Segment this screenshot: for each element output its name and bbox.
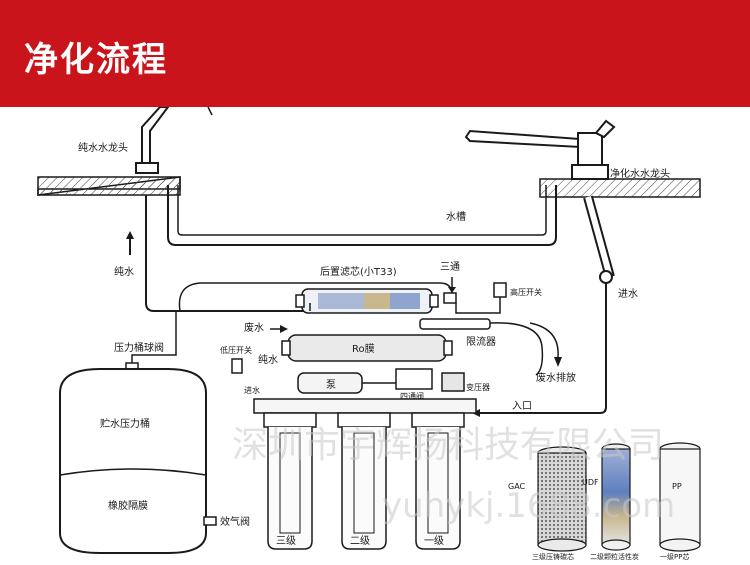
label-inlet: 入口 [512,401,532,412]
air-valve [203,516,217,526]
label-pp: PP [672,482,682,491]
label-high-pressure-switch: 高压开关 [510,287,542,297]
label-sink: 水槽 [446,210,466,223]
four-way-valve [395,368,433,390]
label-transformer: 变压器 [466,382,490,392]
flow-limiter [419,318,491,330]
watermark-company: 深圳市宇辉扬科技有限公司 [232,425,664,466]
housing-stage1 [411,412,465,550]
label-waste-drain: 废水排放 [536,371,576,384]
ro-membrane [281,334,453,362]
label-flow-limiter: 限流器 [466,335,496,348]
tank-line [131,311,177,369]
label-tee: 三通 [440,261,460,273]
pressure-tank [59,368,207,554]
countertop-right [539,178,701,198]
low-pressure-switch [231,358,243,374]
pure-water-line [145,195,310,312]
page-title: 净化流程 [24,40,168,80]
flow-diagram: 纯水水龙头 水槽 净化水水龙头 进水 [0,107,750,565]
transformer [441,372,465,392]
label-rubber-diaphragm: 橡胶隔膜 [108,499,148,512]
label-udf: UDF [582,478,599,487]
label-purify-faucet: 净化水水龙头 [610,167,670,180]
waste-arrow [280,325,288,333]
label-waste-water: 废水 [244,321,264,334]
cartridge-pp [659,442,701,552]
caption-gac: 三级压铸碳芯 [532,552,574,561]
label-inlet-water: 进水 [618,288,638,300]
label-gac: GAC [508,482,526,491]
filter-head [253,398,477,414]
cartridge-udf [601,443,631,551]
high-pressure-switch [493,282,507,298]
label-air-valve: 效气阀 [220,515,250,528]
tee-arrow [448,287,456,293]
label-inlet-water-2: 进水 [244,385,260,395]
sink-outer [167,185,557,246]
label-stage1: 一级 [424,535,444,547]
waste-drain-line-2 [529,322,559,358]
sink-inner [177,185,547,236]
label-tank-ball-valve: 压力桶球阀 [114,341,164,354]
label-pure-water: 纯水 [114,265,134,278]
inlet-valve [599,270,613,284]
housing-stage3 [263,412,317,550]
post-filter-t33 [295,288,439,314]
countertop-left-slab [37,176,181,196]
caption-pp: 一级PP芯 [660,552,689,561]
inlet-line [480,283,607,414]
label-pure-water-2: 纯水 [258,353,278,366]
tubing [455,297,501,314]
pure-water-arrow [126,231,134,239]
diagram-svg: 纯水水龙头 水槽 净化水水龙头 进水 [37,107,701,561]
inlet-pipe-core [585,196,613,278]
housing-stage2 [337,412,391,550]
label-ro-membrane: Ro膜 [352,343,375,355]
label-pump: 泵 [326,379,336,391]
waste-drain-arrow [554,357,562,367]
pure-water-faucet [135,107,170,174]
label-pure-faucet: 纯水水龙头 [78,141,128,154]
caption-udf: 二级颗粒活性炭 [590,552,639,561]
label-four-way-valve: 四通阀 [400,391,424,401]
watermark-site: yuhykj.1688.com [382,486,675,526]
cartridge-gac [537,446,587,552]
waste-drain-line [489,322,544,376]
label-post-filter: 后置滤芯(小T33) [320,265,397,278]
purify-water-faucet [464,119,616,180]
label-stage2: 二级 [350,535,370,547]
label-low-pressure-switch: 低压开关 [220,345,252,355]
tubing [207,107,213,116]
label-tank: 贮水压力桶 [100,417,150,430]
title-banner: 净化流程 [0,0,750,107]
label-stage3: 三级 [276,535,296,547]
tee-fitting [443,292,457,304]
